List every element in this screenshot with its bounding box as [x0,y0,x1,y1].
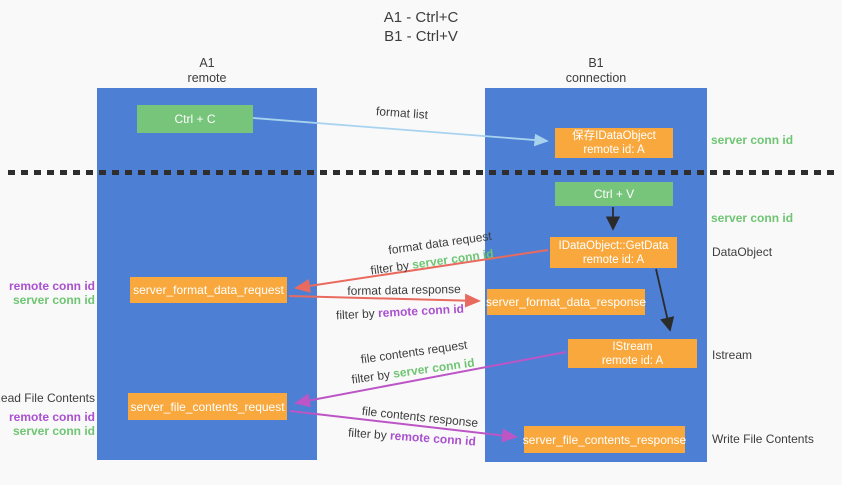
server-file-contents-request-label: server_file_contents_request [130,399,285,414]
istream-title: IStream [612,340,653,353]
filter-by-text: filter by [369,257,414,278]
read-file-contents-annotation: Read File Contents [0,391,95,405]
server-conn-id-annotation-top: server conn id [711,133,794,147]
save-idataobject-remote-id: remote id: A [583,144,645,156]
remote-conn-id-annotation-left-bottom: remote conn id [8,410,95,424]
title-line-1: A1 - Ctrl+C [383,9,459,26]
remote-conn-id-text: remote conn id [389,428,477,449]
save-idataobject-box: 保存IDataObject remote id: A [555,128,673,158]
ctrl-c-box: Ctrl + C [137,105,253,133]
format-data-response-filter-label: filter by remote conn id [336,302,465,323]
save-idataobject-title: 保存IDataObject [572,130,656,142]
server-conn-id-annotation-mid: server conn id [711,211,794,225]
phase-separator-dotted-line [8,170,836,175]
lane-b1-name: B1 [588,56,604,70]
server-conn-id-annotation-left-top: server conn id [12,293,95,307]
server-format-data-request-label: server_format_data_request [133,283,284,297]
filter-by-text: filter by [350,366,395,387]
remote-conn-id-text: remote conn id [377,301,465,321]
idataobject-getdata-box: IDataObject::GetData remote id: A [550,237,677,268]
file-contents-response-label: file contents response [361,403,479,431]
lane-header-b1: B1 connection [486,56,706,86]
istream-box: IStream remote id: A [568,339,697,368]
filter-by-text: filter by [335,306,379,323]
getdata-remote-id: remote id: A [582,253,645,266]
ctrl-c-label: Ctrl + C [174,112,216,126]
server-format-data-response-box: server_format_data_response [485,289,647,315]
lane-header-a1: A1 remote [97,56,317,86]
server-format-data-request-box: server_format_data_request [130,277,287,303]
istream-remote-id: remote id: A [601,354,664,367]
ctrl-v-box: Ctrl + V [555,182,673,206]
file-contents-response-filter-label: filter by remote conn id [348,426,477,449]
server-format-data-response-label: server_format_data_response [485,295,647,309]
server-file-contents-response-label: server_file_contents_response [522,432,687,447]
remote-conn-id-annotation-left-top: remote conn id [8,279,95,293]
server-file-contents-response-box: server_file_contents_response [522,426,687,453]
getdata-title: IDataObject::GetData [558,239,669,252]
write-file-contents-annotation: Write File Contents [712,432,814,446]
diagram-title: A1 - Ctrl+C B1 - Ctrl+V [0,8,842,46]
ctrl-v-label: Ctrl + V [593,187,635,201]
title-line-2: B1 - Ctrl+V [384,28,458,45]
istream-annotation: Istream [712,348,753,362]
server-conn-id-annotation-left-bottom: server conn id [12,424,95,438]
lane-a1-role: remote [187,71,227,85]
filter-by-text: filter by [347,425,391,443]
lane-a1-name: A1 [199,56,215,70]
dataobject-annotation: DataObject [712,245,773,259]
server-file-contents-request-box: server_file_contents_request [128,393,287,420]
lane-b1-role: connection [565,71,627,85]
format-list-label: format list [375,104,429,122]
format-data-response-label: format data response [347,282,461,298]
